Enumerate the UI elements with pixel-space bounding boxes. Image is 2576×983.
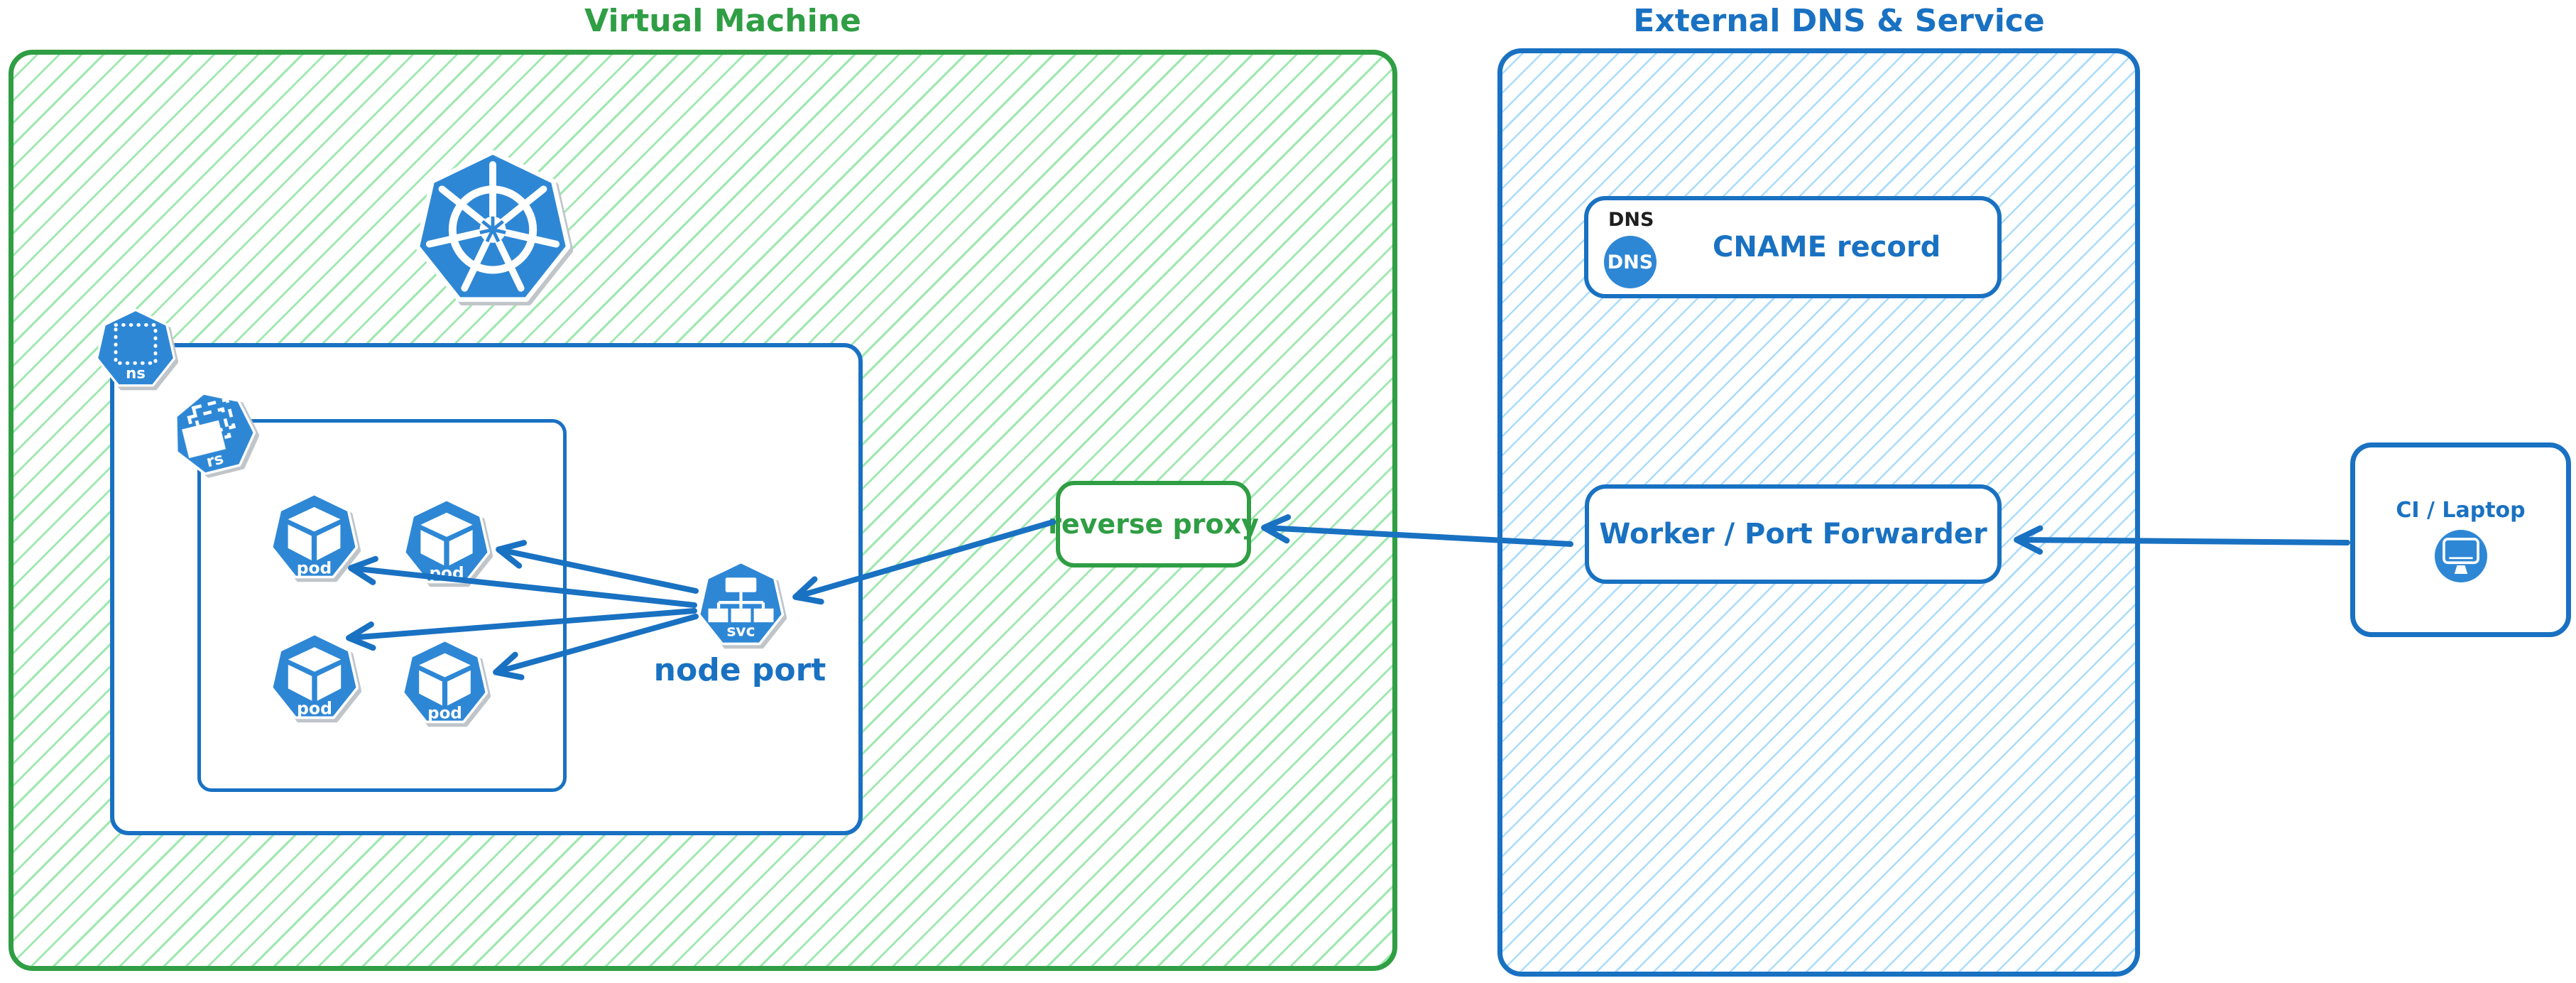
reverse-proxy-label: reverse proxy bbox=[1048, 509, 1259, 540]
replicaset-icon-label: rs bbox=[204, 450, 225, 471]
pod-icon[interactable]: pod bbox=[271, 491, 358, 581]
service-icon[interactable]: svc bbox=[698, 559, 784, 648]
ci-laptop-box[interactable]: CI / Laptop bbox=[2350, 442, 2571, 637]
pod-icon[interactable]: pod bbox=[402, 637, 488, 726]
monitor-icon bbox=[2434, 529, 2487, 582]
dns-card[interactable]: DNS DNS CNAME record bbox=[1584, 196, 2002, 298]
dns-tag: DNS bbox=[1608, 209, 1654, 231]
worker-label: Worker / Port Forwarder bbox=[1599, 518, 1987, 550]
pod-icon-label: pod bbox=[427, 705, 462, 723]
cname-record-label: CNAME record bbox=[1713, 231, 1941, 264]
replicaset-box[interactable] bbox=[197, 419, 567, 792]
ci-laptop-label: CI / Laptop bbox=[2396, 497, 2526, 523]
pod-icon-label: pod bbox=[429, 563, 464, 582]
dns-icon-label: DNS bbox=[1607, 251, 1654, 273]
namespace-icon-label: ns bbox=[126, 365, 146, 383]
pod-icon[interactable]: pod bbox=[403, 496, 490, 586]
replicaset-icon[interactable]: rs bbox=[163, 381, 263, 483]
pod-icon[interactable]: pod bbox=[271, 631, 359, 722]
vm-group-title: Virtual Machine bbox=[584, 3, 861, 39]
dns-icon: DNS bbox=[1604, 236, 1657, 288]
namespace-icon[interactable]: ns bbox=[96, 307, 175, 389]
service-icon-label: svc bbox=[726, 622, 755, 640]
external-group-title: External DNS & Service bbox=[1633, 3, 2045, 39]
reverse-proxy-box[interactable]: reverse proxy bbox=[1048, 481, 1259, 567]
kubernetes-logo-icon[interactable] bbox=[415, 148, 570, 305]
pod-icon-label: pod bbox=[297, 558, 332, 577]
node-port-label: node port bbox=[653, 652, 826, 688]
worker-port-forwarder-box[interactable]: Worker / Port Forwarder bbox=[1585, 484, 2002, 584]
pod-icon-label: pod bbox=[297, 698, 332, 718]
